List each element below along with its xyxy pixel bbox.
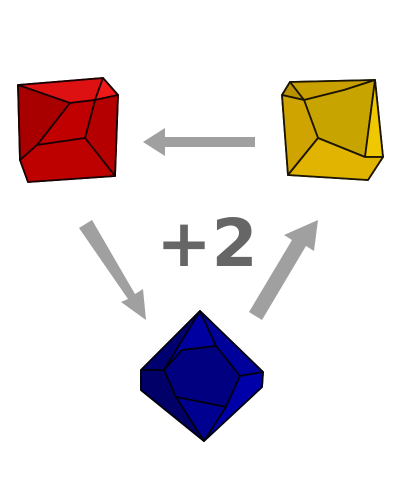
blue-polyhedron <box>140 310 264 442</box>
arrow-red-to-blue <box>79 220 146 320</box>
arrow-yellow-to-red <box>143 128 255 156</box>
center-label: +2 <box>156 205 257 282</box>
red-polyhedron <box>17 77 119 183</box>
arrow-blue-to-yellow <box>249 220 318 320</box>
yellow-polyhedron <box>281 79 384 181</box>
